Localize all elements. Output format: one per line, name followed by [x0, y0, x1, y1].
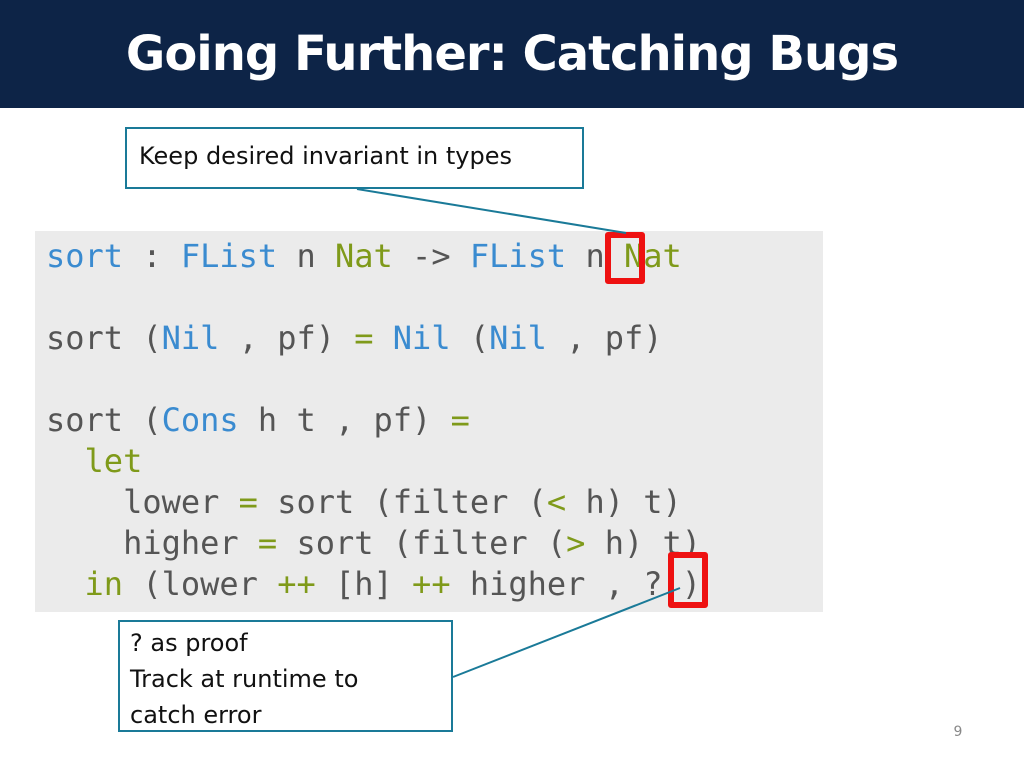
code-token: : [123, 237, 181, 275]
code-line-let: let [46, 441, 143, 481]
connector-top [356, 188, 627, 234]
code-line-in: in (lower ++ [h] ++ higher , ? ) [46, 564, 702, 604]
code-token: , pf) [546, 319, 663, 357]
proof-callout-line: Track at runtime to [130, 665, 359, 693]
slide-title: Going Further: Catching Bugs [125, 26, 899, 82]
code-token [374, 319, 393, 357]
invariant-callout: Keep desired invariant in types [125, 127, 584, 189]
code-token: , pf) [219, 319, 355, 357]
code-token: sort [46, 237, 124, 275]
proof-callout-line: catch error [130, 701, 262, 729]
code-token: FList [469, 237, 567, 275]
code-token: sort (filter ( [257, 483, 547, 521]
code-token: (lower [123, 565, 278, 603]
code-token: FList [180, 237, 278, 275]
code-token: let [84, 442, 143, 480]
code-token: = [238, 483, 258, 521]
code-token: -> [392, 237, 470, 275]
code-line-signature: sort : FList n Nat -> FList n Nat [46, 236, 682, 276]
proof-callout: ? as proof Track at runtime to catch err… [118, 620, 453, 732]
code-token: h t , pf) [238, 401, 451, 439]
code-token: lower [46, 483, 239, 521]
code-token: ++ [412, 565, 451, 603]
code-token: < [546, 483, 567, 521]
code-token: n [566, 237, 624, 275]
code-line-lower: lower = sort (filter (< h) t) [46, 482, 682, 522]
code-line-cons-case: sort (Cons h t , pf) = [46, 400, 470, 440]
code-line-higher: higher = sort (filter (> h) t) [46, 523, 701, 563]
code-token: sort (filter ( [277, 524, 567, 562]
code-token: Nil [161, 319, 220, 357]
code-token: higher , ? ) [450, 565, 702, 603]
code-token [46, 442, 85, 480]
code-token: = [257, 524, 278, 562]
code-token: Nat [334, 237, 393, 275]
code-token: in [84, 565, 124, 603]
code-token: ++ [277, 565, 316, 603]
code-token: Nil [392, 319, 451, 357]
code-token: h) t) [566, 483, 682, 521]
code-token [46, 565, 85, 603]
code-token: > [566, 524, 586, 562]
highlight-length-n [605, 232, 645, 284]
code-token: = [354, 319, 374, 357]
code-token: Cons [161, 401, 239, 439]
code-token: = [450, 401, 470, 439]
code-token: Nat [623, 237, 682, 275]
code-token: higher [46, 524, 258, 562]
page-number: 9 [953, 724, 963, 740]
code-token: n [277, 237, 335, 275]
code-token: sort ( [46, 319, 162, 357]
code-token: Nil [489, 319, 547, 357]
code-token: [h] [315, 565, 413, 603]
code-token: sort ( [46, 401, 162, 439]
proof-callout-line: ? as proof [130, 629, 248, 657]
title-bar [0, 0, 1024, 108]
code-token: ( [450, 319, 490, 357]
highlight-proof-hole [668, 552, 708, 608]
code-line-nil-case: sort (Nil , pf) = Nil (Nil , pf) [46, 318, 663, 358]
code-block [35, 231, 823, 612]
